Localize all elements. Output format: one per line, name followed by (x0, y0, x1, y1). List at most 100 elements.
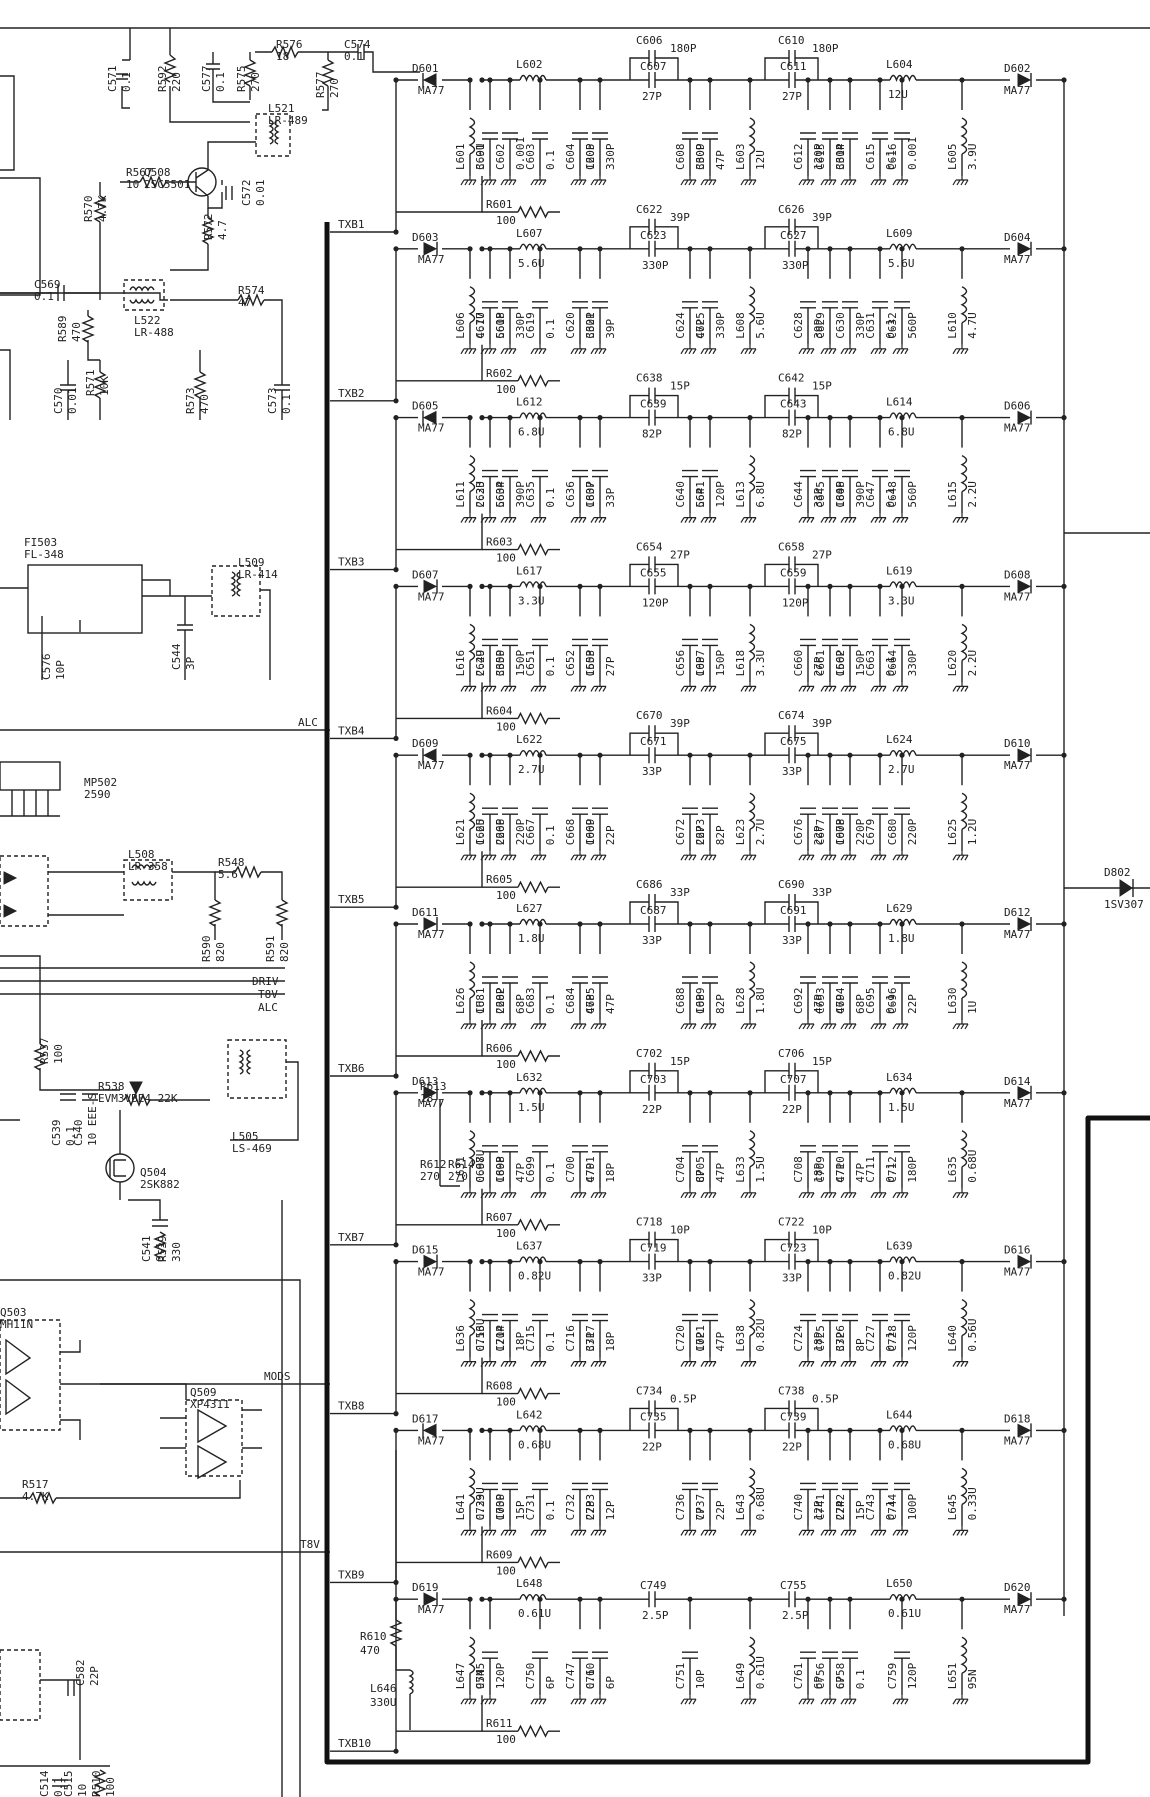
ground-symbol (680, 176, 697, 186)
ground-symbol (570, 682, 587, 692)
output-diode-part: MA77 (1004, 1603, 1031, 1616)
input-diode (422, 1423, 437, 1438)
shunt-ref: C741 (814, 1494, 827, 1521)
shunt-val: 2.2U (474, 481, 487, 508)
net-label-alc: ALC (258, 1001, 278, 1014)
ground-symbol (740, 1188, 757, 1199)
input-diode-ref: D611 (412, 906, 439, 919)
shunt-ref: C727 (864, 1325, 877, 1352)
txb-net-label: TXB5 (338, 893, 365, 906)
junction-dot (847, 1427, 853, 1433)
shunt-ref: C689 (694, 988, 707, 1015)
shunt-val: 120P (494, 1325, 507, 1352)
shunt-ref: C637 (584, 481, 597, 508)
diode-body (422, 1423, 437, 1438)
shunt-ref: C631 (864, 312, 877, 339)
junction-dot (577, 752, 583, 758)
shunt-capacitor (894, 1313, 910, 1322)
parallel-cap-a-val: 39P (670, 211, 690, 224)
shunt-val: 0.1 (884, 1332, 897, 1352)
stage-extra-parts: R610 470 L646 330U R613 18 R612 270 R614… (360, 1080, 475, 1730)
shunt-val: 220P (494, 987, 507, 1014)
junction-dot (597, 1427, 603, 1433)
ground-symbol (530, 1526, 547, 1536)
ground-symbol (460, 1526, 477, 1536)
parallel-cap-a-ref: C718 (636, 1216, 663, 1229)
ground-symbol (820, 1357, 837, 1367)
parallel-cap-wire-b (764, 394, 819, 418)
junction-dot (507, 1427, 513, 1433)
series-inductor-b-val: 2.7U (888, 763, 915, 776)
series-inductor-b-ref: L619 (886, 564, 913, 577)
shunt-val: 0.68U (966, 1150, 979, 1183)
ground-symbol (798, 1357, 815, 1367)
shunt-capacitor (572, 469, 588, 478)
series-cap-s1 (648, 578, 656, 595)
shunt-capacitor (532, 638, 548, 647)
shunt-ref: C704 (674, 1156, 687, 1183)
shunt-ref: C629 (814, 312, 827, 339)
left-part-ref: R538 (98, 1080, 125, 1093)
shunt-ref: L643 (734, 1494, 747, 1521)
junction-dot (597, 1596, 603, 1602)
shunt-ref: C667 (524, 819, 537, 846)
junction-dot (687, 415, 693, 421)
left-part-val: 18 (276, 50, 289, 63)
parallel-cap-wire-b (764, 1238, 819, 1262)
shunt-ref: L610 (946, 312, 959, 339)
shunt-inductor (468, 1298, 476, 1337)
series-cap-s2-val: 22P (782, 1103, 802, 1116)
shunt-capacitor (532, 132, 548, 140)
parallel-cap-a (648, 725, 656, 742)
ground-symbol (798, 344, 815, 355)
junction-dot (827, 921, 833, 927)
shunt-ref: L606 (454, 312, 467, 339)
input-diode-part: MA77 (418, 1434, 445, 1447)
ground-symbol (680, 1020, 697, 1030)
shunt-val: 0.82U (754, 1318, 767, 1351)
ground-symbol (500, 1020, 517, 1030)
shunt-ref: C730 (494, 1494, 507, 1521)
left-part-val: 0.1 (280, 394, 293, 414)
shunt-ref: C680 (886, 819, 899, 846)
shunt-capacitor (532, 1313, 548, 1322)
junction-dot (577, 415, 583, 421)
shunt-ref: C663 (864, 650, 877, 677)
left-part-ref: R510 (90, 1771, 103, 1797)
left-part-val: 100 (104, 1777, 117, 1797)
shunt-capacitor (702, 807, 718, 815)
return-resistor (517, 1387, 549, 1401)
series-cap-s2 (788, 1084, 796, 1101)
return-resistor-val: 100 (496, 1058, 516, 1071)
shunt-capacitor (800, 1651, 816, 1659)
junction-dot (847, 77, 853, 83)
ground-symbol (500, 851, 517, 861)
ground-symbol (530, 1020, 547, 1030)
shunt-inductor (748, 1467, 756, 1506)
series-inductor-b-val: 3.3U (888, 594, 915, 607)
return-resistor (517, 1555, 549, 1569)
shunt-val: 330P (834, 143, 847, 170)
left-part-ref: R548 (218, 856, 245, 869)
series-cap-s2-ref: C691 (780, 904, 807, 917)
return-resistor-val: 100 (496, 1396, 516, 1409)
shunt-val: 330P (694, 143, 707, 170)
shunt-capacitor (592, 1313, 608, 1322)
shunt-val: 47P (834, 1163, 847, 1183)
shunt-capacitor (872, 132, 888, 140)
junction-dot (707, 583, 713, 590)
ground-symbol (500, 1357, 517, 1367)
junction-dot (827, 246, 833, 252)
shunt-ref: C681 (474, 988, 487, 1015)
shunt-ref: C662 (834, 650, 847, 677)
series-cap-s1-val: 33P (642, 1272, 662, 1285)
junction-dot (847, 1090, 853, 1096)
shunt-ref: C697 (474, 1156, 487, 1183)
input-diode (423, 1592, 438, 1607)
series-inductor-a (519, 243, 547, 251)
junction-dot (467, 1259, 473, 1265)
series-cap-s1-val: 330P (642, 259, 669, 272)
left-part-val: 4.7K (22, 1490, 49, 1503)
left-part-ref: R571 (84, 370, 97, 397)
shunt-val: 330P (714, 312, 727, 339)
